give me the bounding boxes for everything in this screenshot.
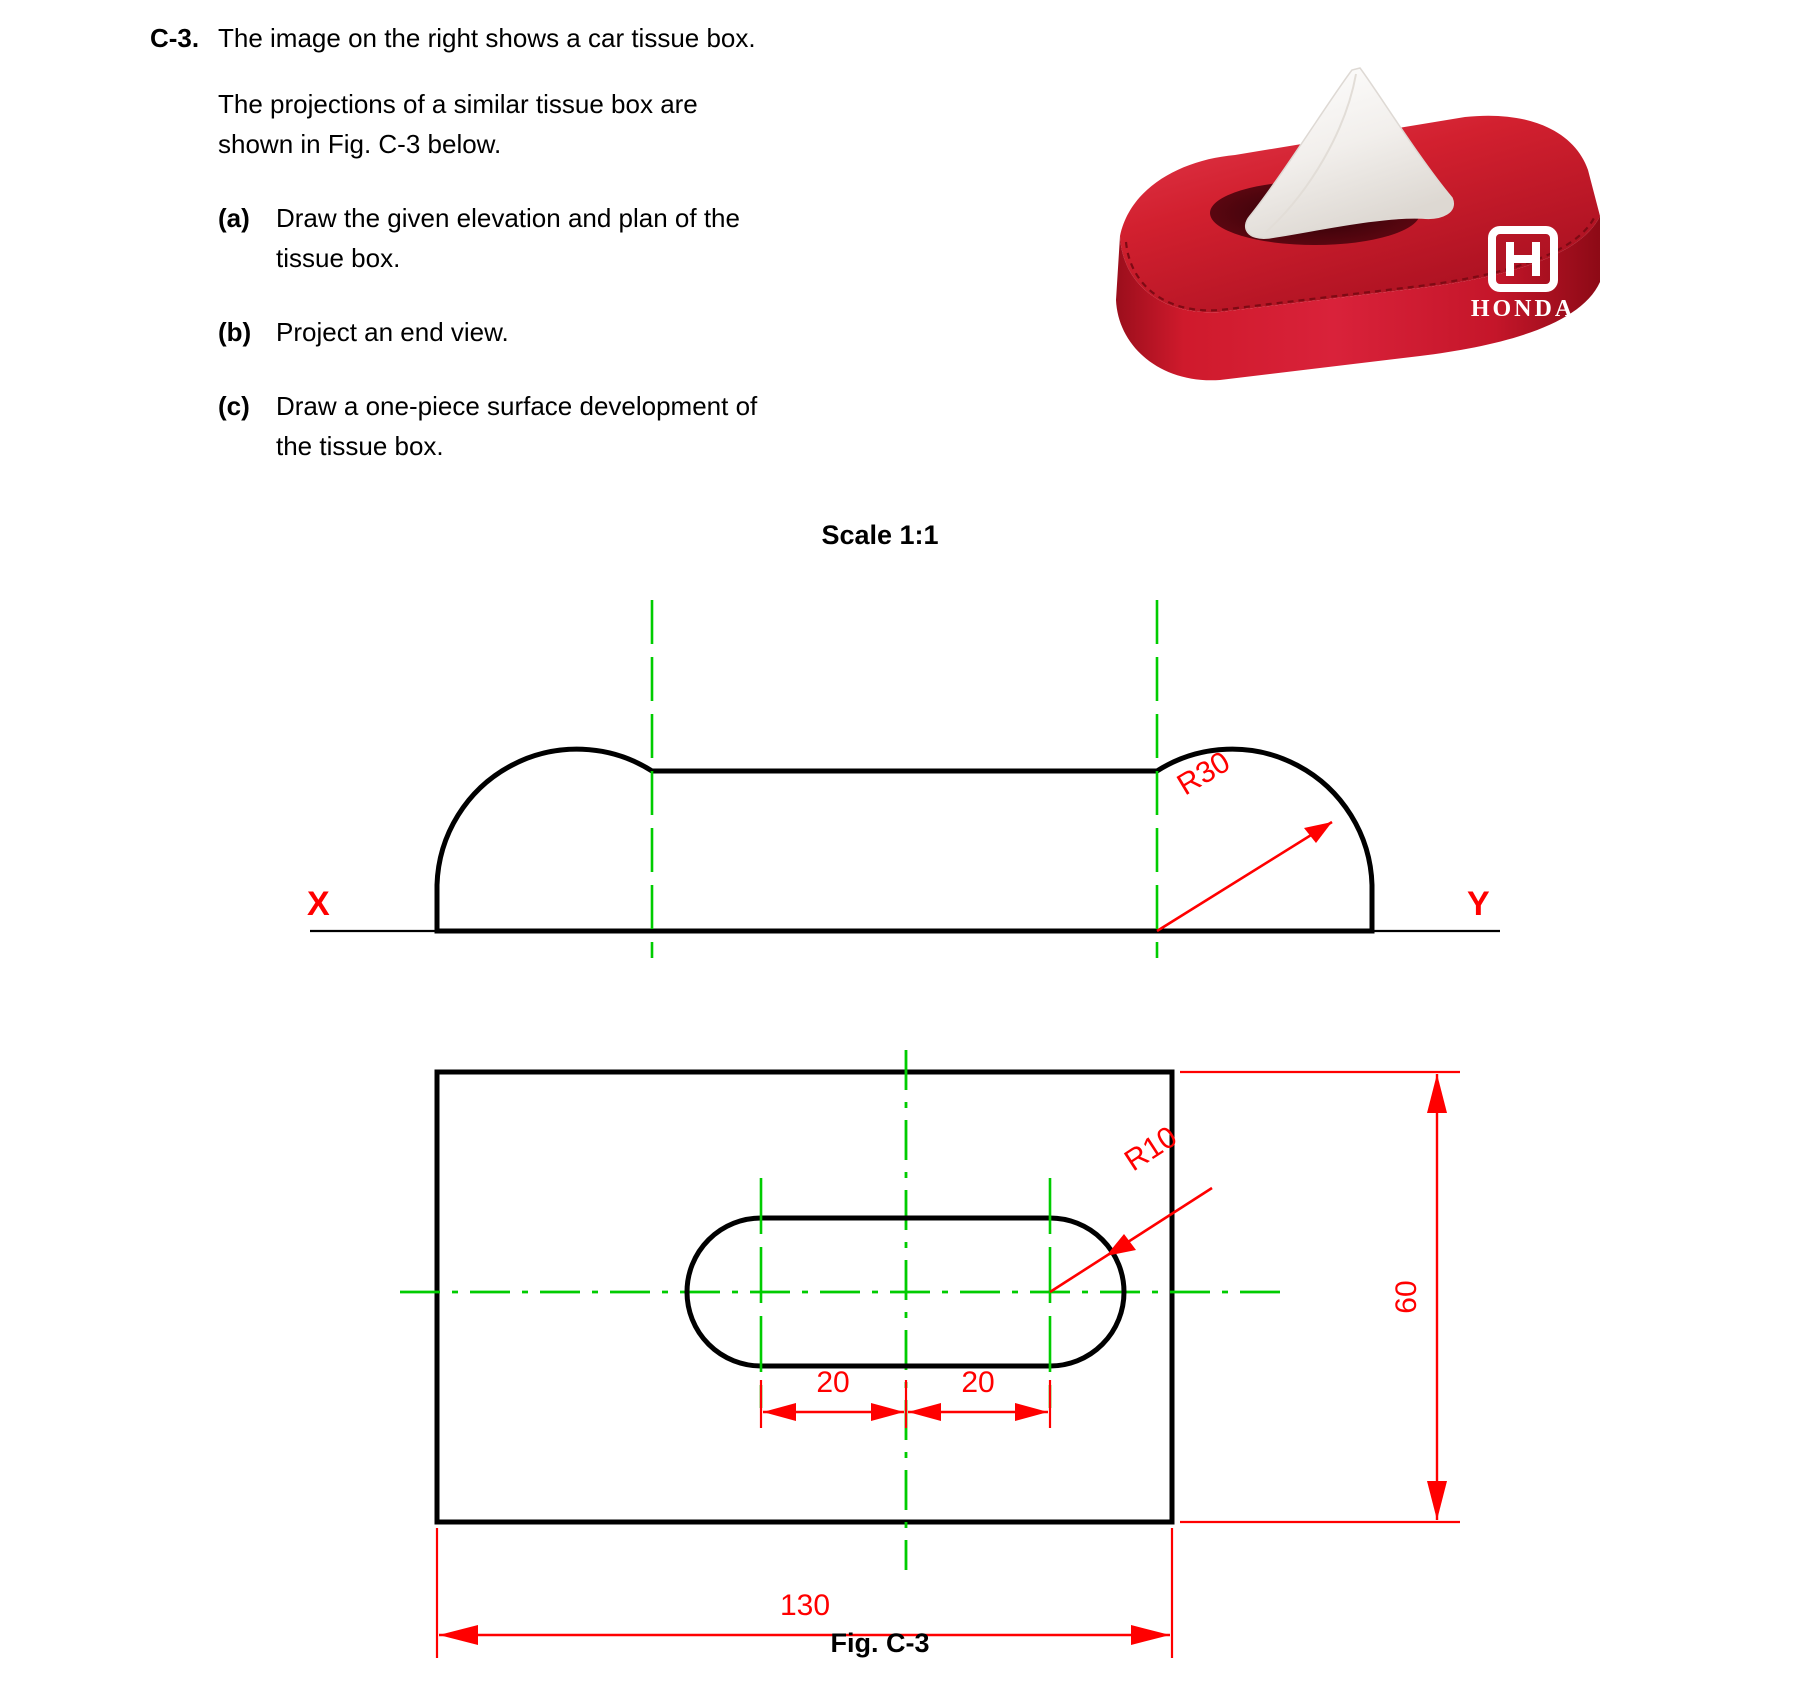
dim130-arrow-left — [439, 1625, 478, 1645]
dim60-label: 60 — [1390, 1280, 1423, 1313]
plan-slot-radius-dimension: R10 — [1049, 1120, 1213, 1294]
question-item-a-text: Draw the given elevation and plan of the… — [276, 203, 740, 273]
question-item-a-label: (a) — [218, 203, 250, 233]
question-item-b-text: Project an end view. — [276, 317, 509, 347]
question-item-b-label: (b) — [218, 317, 252, 347]
question-block: C-3. The image on the right shows a car … — [150, 18, 940, 466]
slot-length-dimensions: 20 20 — [759, 1366, 1052, 1428]
question-paragraph: The projections of a similar tissue box … — [218, 89, 698, 159]
tissue-box-photo: HONDA — [1060, 20, 1680, 420]
scale-caption: Scale 1:1 — [821, 520, 939, 550]
front-elevation: R30 X Y — [307, 600, 1500, 958]
axis-label-y: Y — [1467, 885, 1490, 923]
dim20-right-arrow-start — [908, 1403, 941, 1421]
r10-arrowhead — [1106, 1234, 1136, 1256]
plan-outline — [434, 1069, 1175, 1525]
technical-drawing: R30 X Y R10 20 — [0, 560, 1818, 1660]
honda-logo-icon — [1488, 226, 1558, 292]
plan-view: R10 20 20 130 — [400, 1050, 1460, 1658]
dim130-label: 130 — [780, 1589, 830, 1622]
question-item-a: (a) Draw the given elevation and plan of… — [218, 198, 940, 278]
r30-leader-line — [1156, 820, 1333, 933]
r30-label: R30 — [1172, 745, 1236, 802]
axis-label-x: X — [307, 885, 330, 923]
dim20-left-label: 20 — [816, 1366, 849, 1399]
question-item-c-label: (c) — [218, 391, 250, 421]
dim20-right-label: 20 — [961, 1366, 994, 1399]
r30-arrowhead — [1304, 822, 1332, 843]
dim20-left-arrow-end — [871, 1403, 904, 1421]
dim130-arrow-right — [1131, 1625, 1170, 1645]
r10-leader-line — [1049, 1186, 1213, 1294]
honda-wordmark: HONDA — [1471, 296, 1575, 322]
overall-width-dimension: 60 — [1180, 1070, 1460, 1524]
question-number: C-3. — [150, 23, 200, 53]
elevation-radius-dimension: R30 — [1156, 745, 1333, 933]
dim60-arrow-top — [1427, 1074, 1447, 1113]
question-item-c: (c) Draw a one-piece surface development… — [218, 386, 940, 466]
overall-length-dimension: 130 — [435, 1528, 1174, 1658]
dim20-right-arrow-end — [1015, 1403, 1048, 1421]
question-intro: The image on the right shows a car tissu… — [218, 23, 756, 53]
elevation-outline — [434, 746, 1375, 934]
question-item-b: (b) Project an end view. — [218, 312, 940, 352]
figure-caption: Fig. C-3 — [830, 1628, 930, 1658]
box-stitch-line — [1124, 217, 1595, 312]
question-heading-row: C-3. The image on the right shows a car … — [150, 18, 940, 58]
dim60-arrow-bottom — [1427, 1481, 1447, 1520]
tissue-fold-line — [1265, 73, 1357, 233]
tissue-sheet — [1245, 67, 1454, 239]
dim20-left-arrow-start — [763, 1403, 796, 1421]
question-item-c-text: Draw a one-piece surface development of … — [276, 391, 758, 461]
box-front-face — [1116, 216, 1600, 381]
